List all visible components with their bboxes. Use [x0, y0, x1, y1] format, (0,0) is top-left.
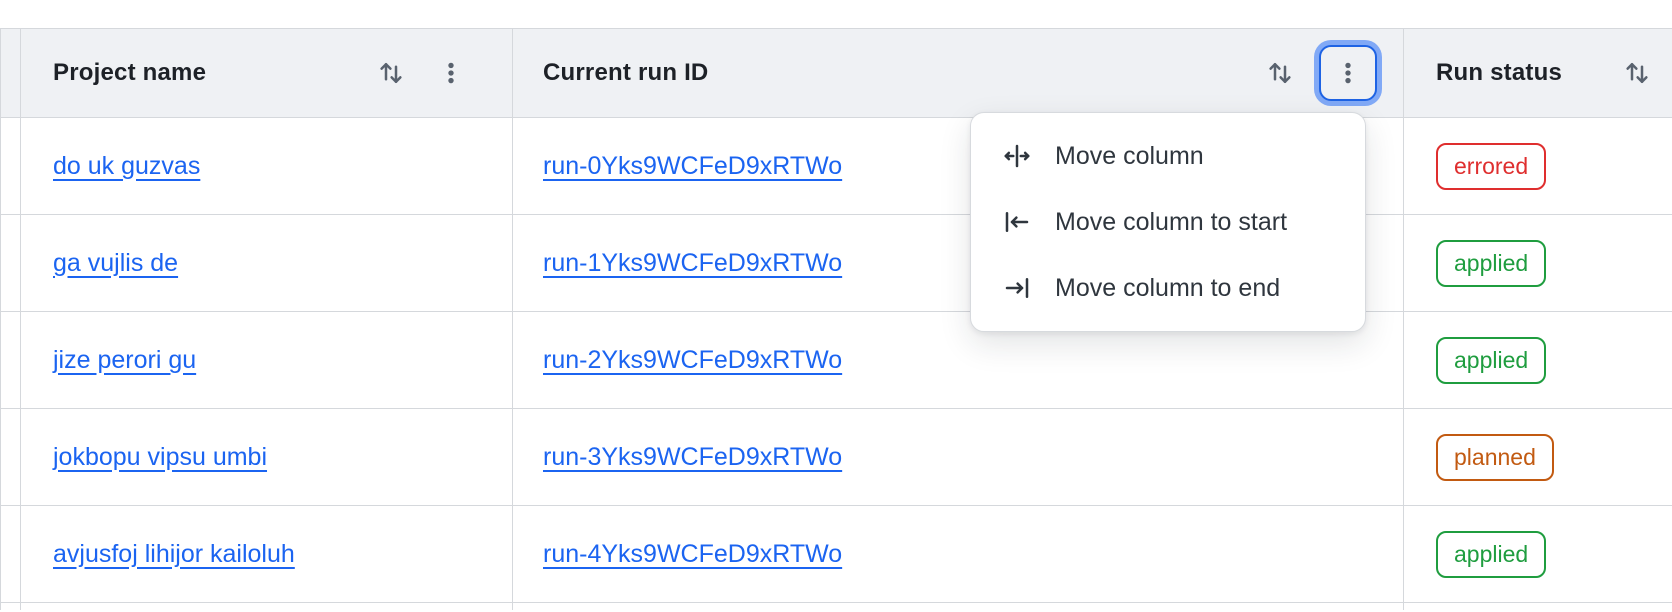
status-badge: applied [1436, 239, 1547, 287]
project-link[interactable]: do uk guzvas [53, 151, 201, 180]
run-id-cell: run-1Yks9WCFeD9xRTWo [513, 215, 1404, 311]
run-id-cell: run-0Yks9WCFeD9xRTWo [513, 118, 1404, 214]
gutter-cell [1, 506, 21, 602]
menu-item-label: Move column to start [1055, 207, 1288, 236]
arrow-up-down-icon [1265, 58, 1295, 88]
table-row: jokbopu vipsu umbi run-3Yks9WCFeD9xRTWo … [1, 409, 1672, 506]
column-header-current-run-id: Current run ID [513, 29, 1404, 117]
move-column-to-end-icon [1001, 272, 1033, 304]
run-id-cell: run-3Yks9WCFeD9xRTWo [513, 409, 1404, 505]
menu-item-label: Move column [1055, 141, 1204, 170]
sort-run-status-button[interactable] [1620, 56, 1654, 90]
project-name-cell: ga vujlis de [21, 215, 513, 311]
status-badge: planned [1436, 433, 1554, 481]
menu-item-label: Move column to end [1055, 273, 1281, 302]
table-header-row: Project name [1, 29, 1672, 118]
menu-item-move-column[interactable]: Move column [971, 123, 1365, 189]
column-header-project-name: Project name [21, 29, 513, 117]
run-id-link[interactable]: run-3Yks9WCFeD9xRTWo [543, 442, 843, 471]
table-row-partial [1, 603, 1672, 610]
project-name-cell: avjusfoj lihijor kailoluh [21, 506, 513, 602]
gutter-header-cell [1, 29, 21, 117]
run-id-link[interactable]: run-2Yks9WCFeD9xRTWo [543, 345, 843, 374]
status-badge: applied [1436, 530, 1547, 578]
table-row: do uk guzvas run-0Yks9WCFeD9xRTWo errore… [1, 118, 1672, 215]
column-label-run-status: Run status [1436, 59, 1563, 86]
menu-item-move-column-to-end[interactable]: Move column to end [971, 255, 1365, 321]
gutter-cell [1, 409, 21, 505]
column-options-menu: Move column Move column to start Move co… [970, 112, 1366, 332]
column-header-run-status: Run status [1404, 29, 1672, 117]
project-name-cell: do uk guzvas [21, 118, 513, 214]
kebab-menu-icon [1334, 59, 1362, 87]
table-row: jize perori gu run-2Yks9WCFeD9xRTWo appl… [1, 312, 1672, 409]
gutter-cell [1, 118, 21, 214]
column-label-current-run-id: Current run ID [543, 59, 709, 86]
run-status-cell: applied [1404, 506, 1672, 602]
current-run-id-column-menu-button[interactable] [1319, 45, 1377, 101]
run-id-cell: run-4Yks9WCFeD9xRTWo [513, 506, 1404, 602]
kebab-menu-icon [437, 59, 465, 87]
status-badge: errored [1436, 142, 1547, 190]
run-id-link[interactable]: run-0Yks9WCFeD9xRTWo [543, 151, 843, 180]
sort-current-run-id-button[interactable] [1263, 56, 1297, 90]
move-column-to-start-icon [1001, 206, 1033, 238]
status-badge: applied [1436, 336, 1547, 384]
project-name-cell: jokbopu vipsu umbi [21, 409, 513, 505]
gutter-cell [1, 312, 21, 408]
run-id-link[interactable]: run-4Yks9WCFeD9xRTWo [543, 539, 843, 568]
table-row: avjusfoj lihijor kailoluh run-4Yks9WCFeD… [1, 506, 1672, 603]
run-status-cell: applied [1404, 312, 1672, 408]
gutter-cell [1, 215, 21, 311]
project-link[interactable]: ga vujlis de [53, 248, 179, 277]
table-row: ga vujlis de run-1Yks9WCFeD9xRTWo applie… [1, 215, 1672, 312]
gutter-cell [1, 603, 21, 610]
project-link[interactable]: jize perori gu [53, 345, 197, 374]
arrow-up-down-icon [1622, 58, 1652, 88]
projects-table: Project name [0, 28, 1672, 610]
run-id-cell: run-2Yks9WCFeD9xRTWo [513, 312, 1404, 408]
project-name-column-menu-button[interactable] [434, 56, 468, 90]
run-id-link[interactable]: run-1Yks9WCFeD9xRTWo [543, 248, 843, 277]
run-status-cell: planned [1404, 409, 1672, 505]
menu-item-move-column-to-start[interactable]: Move column to start [971, 189, 1365, 255]
project-link[interactable]: jokbopu vipsu umbi [53, 442, 268, 471]
run-status-cell: applied [1404, 215, 1672, 311]
column-label-project-name: Project name [53, 59, 207, 86]
project-name-cell: jize perori gu [21, 312, 513, 408]
project-link[interactable]: avjusfoj lihijor kailoluh [53, 539, 295, 568]
run-status-cell: errored [1404, 118, 1672, 214]
sort-project-name-button[interactable] [374, 56, 408, 90]
arrow-up-down-icon [376, 58, 406, 88]
move-column-icon [1001, 140, 1033, 172]
